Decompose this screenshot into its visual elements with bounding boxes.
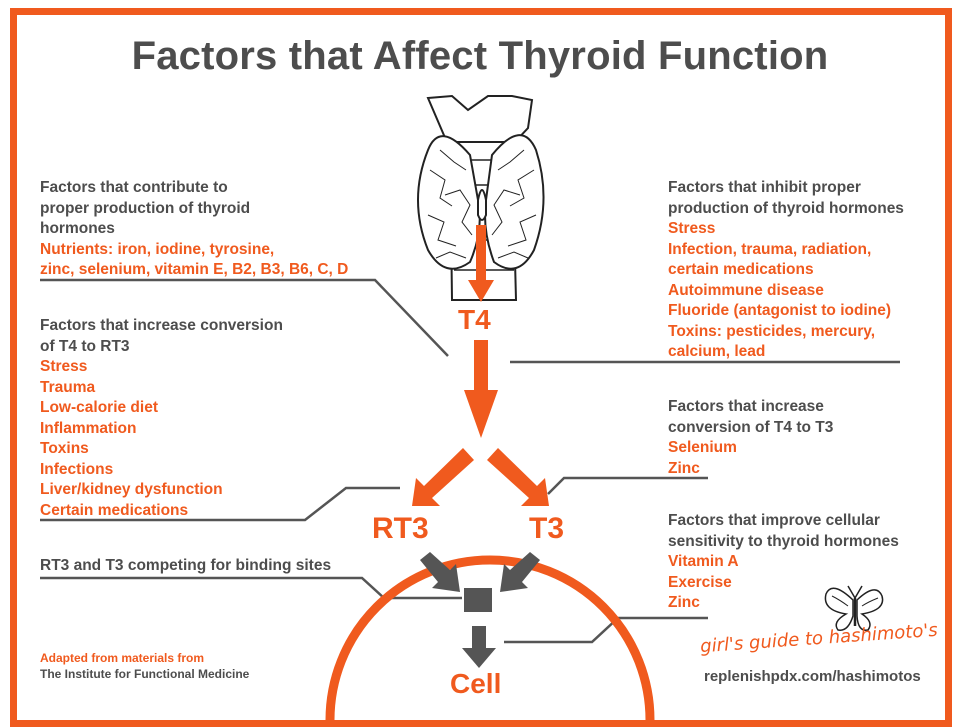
contribute-heading-line: hormones (40, 220, 115, 237)
butterfly-icon (824, 585, 884, 631)
increase-rt3-item: Toxins (40, 440, 89, 457)
increase-rt3-item: Trauma (40, 378, 96, 396)
increase-t3-heading-line: Factors that increase (668, 398, 824, 415)
contribute-factors: Factors that contribute to proper produc… (40, 178, 420, 281)
sensitivity-item: Vitamin A (668, 553, 739, 570)
connector-lines (40, 278, 900, 644)
inhibit-item: Stress (668, 220, 716, 237)
inhibit-item: calcium, lead (668, 343, 766, 360)
contribute-item: Nutrients: iron, iodine, tyrosine, (40, 240, 275, 258)
cell-membrane (325, 555, 655, 720)
source-credit: Adapted from materials from The Institut… (40, 650, 249, 682)
credit-line: The Institute for Functional Medicine (40, 667, 250, 681)
increase-rt3-factors: Factors that increase conversion of T4 t… (40, 316, 340, 521)
increase-rt3-item: Certain medications (40, 501, 189, 519)
inhibit-item: Fluoride (antagonist to iodine) (668, 302, 892, 319)
to-t3-arrow (487, 448, 549, 506)
t4-down-arrow (464, 340, 498, 438)
rt3-to-receptor-arrow (420, 552, 460, 592)
sensitivity-factors: Factors that improve cellular sensitivit… (668, 511, 948, 614)
inhibit-heading-line: production of thyroid hormones (668, 199, 904, 217)
increase-t3-item: Zinc (668, 459, 700, 477)
t3-label: T3 (529, 512, 565, 545)
sensitivity-heading-line: sensitivity to thyroid hormones (668, 532, 899, 550)
inhibit-item: Autoimmune disease (668, 281, 824, 299)
page-title: Factors that Affect Thyroid Function (131, 34, 829, 78)
connector-increase-t3 (547, 476, 708, 495)
rt3-label: RT3 (372, 512, 429, 545)
to-rt3-arrow (412, 448, 474, 506)
increase-t3-factors: Factors that increase conversion of T4 t… (668, 397, 928, 479)
connector-contribute (40, 278, 449, 357)
sensitivity-item: Exercise (668, 573, 732, 591)
receptor-square (464, 588, 492, 612)
increase-t3-heading-line: conversion of T4 to T3 (668, 418, 834, 436)
competing-text: RT3 and T3 competing for binding sites (40, 557, 332, 574)
increase-rt3-heading-line: of T4 to RT3 (40, 337, 130, 355)
increase-rt3-item: Infections (40, 460, 114, 478)
inhibit-item: Toxins: pesticides, mercury, (668, 322, 876, 340)
conversion-arrows (412, 225, 549, 506)
sensitivity-heading-line: Factors that improve cellular (668, 512, 880, 529)
increase-rt3-item: Low-calorie diet (40, 399, 158, 416)
increase-t3-item: Selenium (668, 439, 737, 456)
credit-line: Adapted from materials from (40, 651, 205, 665)
sensitivity-item: Zinc (668, 594, 700, 611)
contribute-heading-line: Factors that contribute to (40, 179, 228, 196)
inhibit-item: certain medications (668, 261, 814, 278)
website-link[interactable]: replenishpdx.com/hashimotos (704, 668, 921, 685)
inhibit-item: Infection, trauma, radiation, (668, 240, 872, 258)
t4-label: T4 (458, 304, 491, 335)
inhibit-factors: Factors that inhibit proper production o… (668, 178, 948, 363)
increase-rt3-heading-line: Factors that increase conversion (40, 317, 283, 334)
contribute-heading-line: proper production of thyroid (40, 199, 251, 217)
connector-competing (40, 576, 462, 600)
cell-label: Cell (450, 668, 502, 699)
receptor-to-cell-arrow (462, 626, 496, 668)
receptor-arrows (420, 552, 540, 668)
contribute-item: zinc, selenium, vitamin E, B2, B3, B6, C… (40, 261, 349, 278)
increase-rt3-item: Liver/kidney dysfunction (40, 481, 223, 498)
inhibit-heading-line: Factors that inhibit proper (668, 179, 861, 196)
increase-rt3-item: Inflammation (40, 419, 137, 437)
connector-increase-rt3 (40, 486, 400, 522)
increase-rt3-item: Stress (40, 358, 88, 375)
t3-to-receptor-arrow (500, 552, 540, 592)
competing-note: RT3 and T3 competing for binding sites (40, 556, 400, 577)
connector-sensitivity (504, 616, 708, 644)
gland-to-t4-arrow (468, 225, 494, 302)
